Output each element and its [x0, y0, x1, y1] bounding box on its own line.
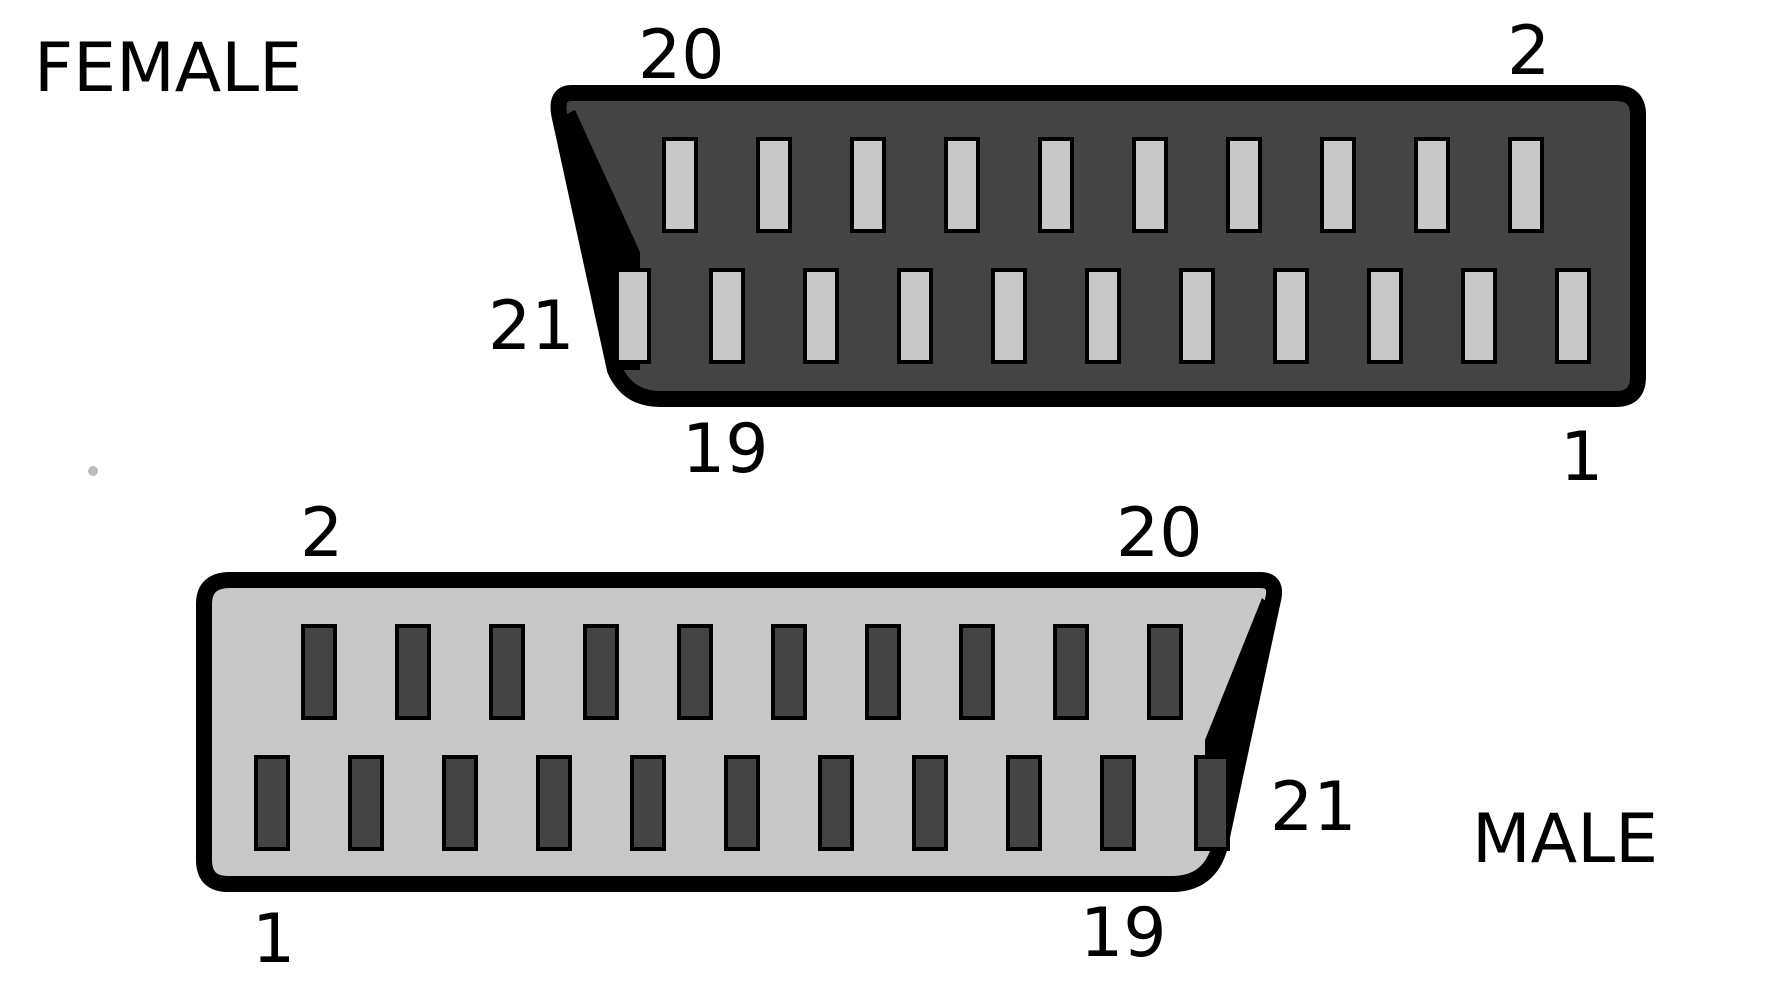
- female-bottom-pin-5: [991, 268, 1027, 364]
- female-bottom-pin-1: [615, 268, 651, 364]
- male-pin-array: [254, 624, 1230, 851]
- male-top-pin-3: [489, 624, 525, 720]
- female-top-pin-4: [944, 137, 980, 233]
- female-bottom-pin-7: [1179, 268, 1215, 364]
- male-connector: [196, 572, 1283, 892]
- female-top-pin-1: [662, 137, 698, 233]
- male-pin-label-1: 1: [252, 900, 295, 979]
- female-bottom-pin-10: [1461, 268, 1497, 364]
- male-bottom-pin-10: [1100, 755, 1136, 851]
- female-top-pin-10: [1508, 137, 1544, 233]
- female-pin-label-1: 1: [1560, 418, 1603, 497]
- female-top-pin-9: [1414, 137, 1450, 233]
- female-bottom-pin-9: [1367, 268, 1403, 364]
- male-top-pin-6: [771, 624, 807, 720]
- male-top-pin-1: [301, 624, 337, 720]
- female-bottom-pin-4: [897, 268, 933, 364]
- male-top-pin-5: [677, 624, 713, 720]
- male-bottom-pin-2: [348, 755, 384, 851]
- male-bottom-pin-5: [630, 755, 666, 851]
- male-top-pin-8: [959, 624, 995, 720]
- male-top-pin-9: [1053, 624, 1089, 720]
- female-top-pin-8: [1320, 137, 1356, 233]
- female-top-pin-7: [1226, 137, 1262, 233]
- male-pin-label-21: 21: [1270, 768, 1357, 847]
- female-bottom-pin-3: [803, 268, 839, 364]
- male-top-pin-10: [1147, 624, 1183, 720]
- female-top-pin-5: [1038, 137, 1074, 233]
- male-bottom-pin-4: [536, 755, 572, 851]
- female-top-pin-6: [1132, 137, 1168, 233]
- male-top-pin-7: [865, 624, 901, 720]
- female-bottom-pin-11: [1555, 268, 1591, 364]
- female-pin-label-2: 2: [1507, 12, 1550, 91]
- female-connector: [550, 85, 1646, 407]
- stray-dot: [88, 466, 98, 476]
- male-bottom-pin-8: [912, 755, 948, 851]
- male-title: MALE: [1472, 800, 1658, 879]
- female-pin-array: [615, 137, 1591, 364]
- female-pin-label-20: 20: [638, 16, 725, 95]
- female-bottom-pin-8: [1273, 268, 1309, 364]
- male-bottom-pin-3: [442, 755, 478, 851]
- male-bottom-pin-9: [1006, 755, 1042, 851]
- male-top-pin-2: [395, 624, 431, 720]
- male-pin-label-19: 19: [1080, 894, 1167, 973]
- female-bottom-pin-6: [1085, 268, 1121, 364]
- male-top-pin-4: [583, 624, 619, 720]
- male-bottom-pin-7: [818, 755, 854, 851]
- male-pin-label-2: 2: [300, 494, 343, 573]
- female-pin-label-21: 21: [488, 287, 575, 366]
- female-top-pin-3: [850, 137, 886, 233]
- female-title: FEMALE: [34, 29, 302, 108]
- female-bottom-pin-2: [709, 268, 745, 364]
- male-bottom-pin-1: [254, 755, 290, 851]
- male-bottom-pin-11: [1194, 755, 1230, 851]
- male-bottom-pin-6: [724, 755, 760, 851]
- male-pin-label-20: 20: [1116, 494, 1203, 573]
- female-top-pin-2: [756, 137, 792, 233]
- female-pin-label-19: 19: [682, 410, 769, 489]
